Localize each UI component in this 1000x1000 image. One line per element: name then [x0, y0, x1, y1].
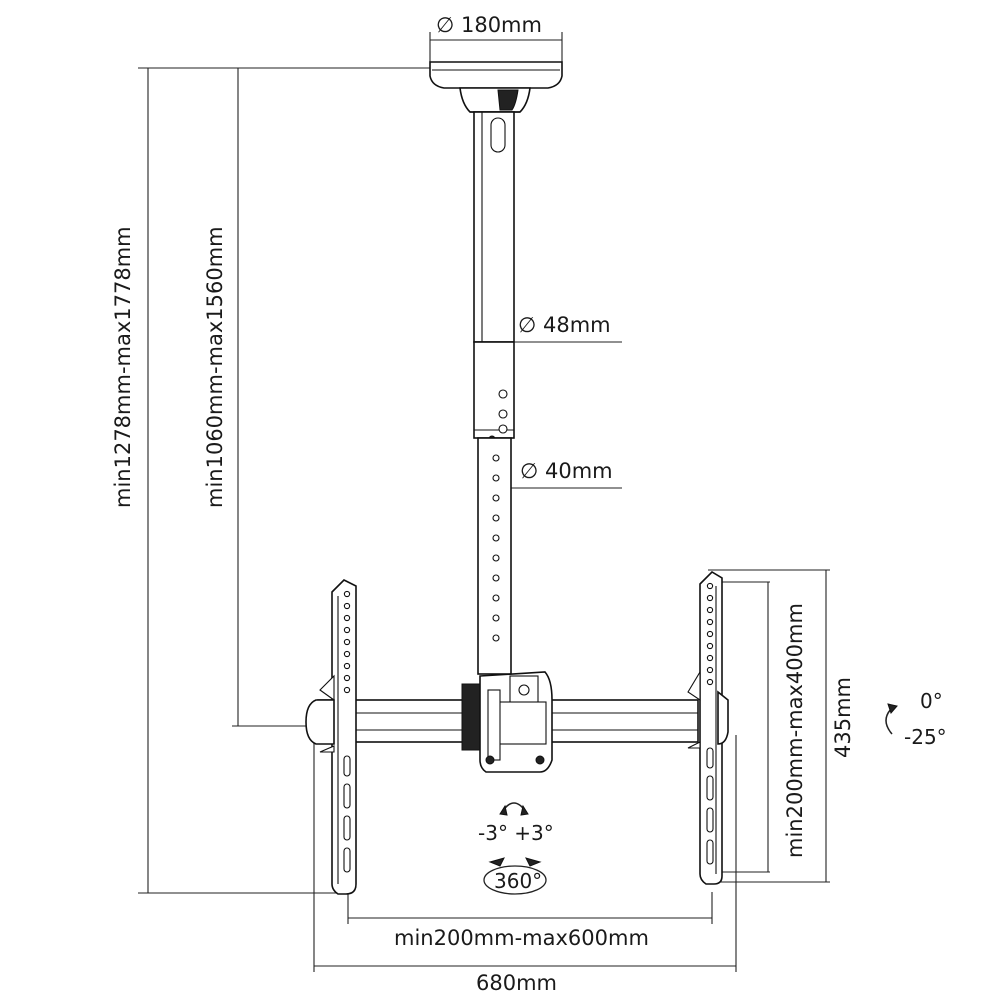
inner-tube — [477, 437, 512, 675]
ceiling-plate — [429, 61, 563, 113]
right-vesa-arm — [687, 570, 729, 885]
tilt-arrow-icon — [885, 703, 898, 735]
bracket-height-label: 435mm — [831, 677, 855, 758]
vesa-horizontal-label: min200mm-max600mm — [394, 926, 649, 950]
left-vesa-arm — [305, 579, 357, 895]
overall-width-label: 680mm — [476, 971, 557, 995]
dimension-lines — [138, 32, 830, 972]
total-height-label: min1278mm-max1778mm — [111, 226, 135, 508]
tilt-bottom-label: -25° — [904, 725, 947, 749]
rotation-label: 360° — [494, 869, 542, 893]
center-coupler — [461, 671, 553, 773]
swivel-arrow-icon — [499, 802, 529, 816]
inner-tube-diameter-label: ∅ 40mm — [520, 459, 613, 483]
swivel-label: -3° +3° — [478, 821, 554, 845]
rotation-360-icon — [483, 857, 547, 895]
ceiling-plate-diameter-label: ∅ 180mm — [436, 13, 542, 37]
pole-height-label: min1060mm-max1560mm — [203, 226, 227, 508]
vesa-vertical-label: min200mm-max400mm — [783, 603, 807, 858]
outer-tube-diameter-label: ∅ 48mm — [518, 313, 611, 337]
outer-tube — [473, 111, 515, 443]
tilt-top-label: 0° — [920, 689, 943, 713]
